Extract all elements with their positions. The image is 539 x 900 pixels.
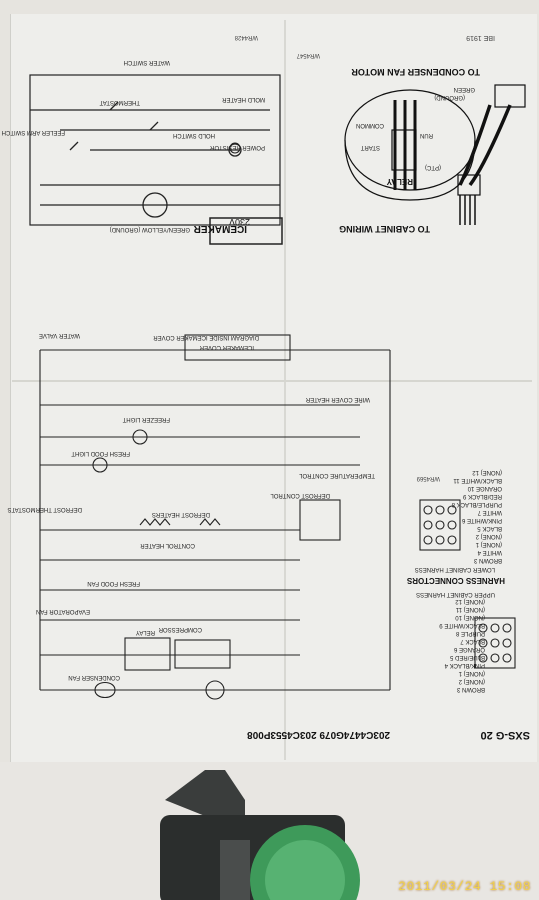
wire-cover-heater-label: WIRE COVER HEATER xyxy=(305,396,370,402)
fan-title: TO CONDENSER FAN MOTOR xyxy=(351,67,480,77)
harness-title: HARNESS CONNECTORS xyxy=(406,576,505,585)
power-resistor-label: POWER RESISTOR xyxy=(209,144,265,150)
upper-pin-label: BLACK/WHITE 9 xyxy=(439,622,485,628)
sheet-id-2: WR4428 xyxy=(234,34,258,40)
icemaker-title: ICEMAKER xyxy=(193,223,247,234)
lower-pin-list: BROWN 3 WHITE 4 (NONE) 1 (NONE) 2 BLACK … xyxy=(451,469,502,563)
condenser-fan-label: CONDENSER FAN xyxy=(68,674,120,680)
cabinet-title: TO CABINET WIRING xyxy=(339,224,430,234)
model-number: SXS-G 20 xyxy=(480,729,530,741)
sheet-id: WR4547 xyxy=(296,52,320,58)
freezer-light-label: FREEZER LIGHT xyxy=(122,416,170,422)
mold-heater-label: MOLD HEATER xyxy=(221,96,265,102)
lower-pin-label: PURPLE/BLACK 8 xyxy=(451,501,502,507)
ptc-label: (PTC) xyxy=(425,164,441,170)
upper-pin-label: (NONE) 1 xyxy=(458,670,485,676)
water-valve-label: WATER VALVE xyxy=(39,332,80,338)
defrost-control-label: DEFROST CONTROL xyxy=(270,492,330,498)
icemaker-schematic xyxy=(29,74,283,245)
sheet-code: IBE 1919 xyxy=(466,34,495,41)
ground-label: (GROUND) xyxy=(434,94,465,100)
upper-pin-label: BROWN 3 xyxy=(456,686,485,692)
defrost-timer-part xyxy=(0,762,539,900)
fresh-food-light-label: FRESH FOOD LIGHT xyxy=(71,450,130,456)
upper-pin-label: PURPLE 8 xyxy=(455,630,485,636)
feeler-arm-label: FEELER ARM SWITCH xyxy=(2,129,65,135)
upper-pin-label: BLUE/RED 5 xyxy=(449,654,485,660)
lower-pin-label: (NONE) 2 xyxy=(475,533,502,539)
green-label: GREEN xyxy=(454,86,475,92)
defrost-heaters-label: DEFROST HEATERS xyxy=(152,511,210,517)
lower-pin-label: BROWN 3 xyxy=(473,557,502,563)
upper-pin-label: PINK/BLACK 4 xyxy=(444,662,485,668)
photo-timestamp: 2011/03/24 15:08 xyxy=(398,879,531,894)
common-label: COMMON xyxy=(356,122,384,128)
lower-pin-label: (NONE) 1 xyxy=(475,541,502,547)
icemaker-cover-label: ICEMAKER COVER xyxy=(199,344,254,350)
condenser-fan-motor xyxy=(344,84,526,225)
refrigerator-schematic xyxy=(39,142,391,700)
relay-compressor-label: RELAY xyxy=(136,629,155,635)
paper-fold-vertical xyxy=(284,20,286,760)
upper-pin-label: (NONE) 10 xyxy=(455,614,485,620)
diagram-inside-label: DIAGRAM INSIDE ICEMAKER COVER xyxy=(153,334,259,340)
upper-pin-label: (NONE) 2 xyxy=(458,678,485,684)
harness-connectors xyxy=(419,499,516,669)
upper-pin-label: (NONE) 11 xyxy=(455,606,485,612)
defrost-thermostats-label: DEFROST THERMOSTATS xyxy=(7,506,82,512)
lower-harness-label: LOWER CABINET HARNESS xyxy=(415,566,495,572)
upper-pin-label: BLACK 7 xyxy=(460,638,485,644)
lower-pin-label: RED/BLACK 9 xyxy=(462,493,502,499)
relay-label: RELAY xyxy=(386,177,413,186)
lower-pin-label: PINK/WHITE 6 xyxy=(461,517,502,523)
icemaker-voltage: 230V xyxy=(229,217,250,227)
hold-switch-label: HOLD SWITCH xyxy=(173,132,215,138)
water-switch-label: WATER SWITCH xyxy=(124,59,170,65)
part-numbers: 203C4474G079 203C4553P008 xyxy=(247,729,390,740)
lower-pin-label: (NONE) 12 xyxy=(472,469,502,475)
upper-harness-label: UPPER CABINET HARNESS xyxy=(416,591,495,597)
upper-pin-label: (NONE) 12 xyxy=(455,598,485,604)
paper-fold-horizontal xyxy=(12,380,532,382)
start-label: START xyxy=(361,144,380,150)
lower-pin-label: WHITE 4 xyxy=(477,549,502,555)
run-label: RUN xyxy=(420,132,433,138)
temperature-control-label: TEMPERATURE CONTROL xyxy=(298,472,375,478)
lower-pin-label: ORANGE 10 xyxy=(467,485,502,491)
lower-pin-label: WHITE 7 xyxy=(477,509,502,515)
wr-code: WR4569 xyxy=(416,475,440,481)
thermostat-label: THERMOSTAT xyxy=(99,99,140,105)
upper-pin-label: ORANGE 6 xyxy=(453,646,485,652)
upper-pin-list: BROWN 3 (NONE) 2 (NONE) 1 PINK/BLACK 4 B… xyxy=(439,598,485,692)
lower-pin-label: BLACK/WHITE 11 xyxy=(453,477,502,483)
control-heater-label: CONTROL HEATER xyxy=(140,542,195,548)
wiring-sheet xyxy=(10,14,537,764)
lower-pin-label: BLACK 5 xyxy=(477,525,502,531)
evaporator-fan-label: EVAPORATOR FAN xyxy=(36,608,90,614)
ground-wire-label: GREEN/YELLOW (GROUND) xyxy=(110,226,190,232)
fresh-food-fan-label: FRESH FOOD FAN xyxy=(87,580,140,586)
compressor-label: COMPRESSOR xyxy=(158,626,202,632)
